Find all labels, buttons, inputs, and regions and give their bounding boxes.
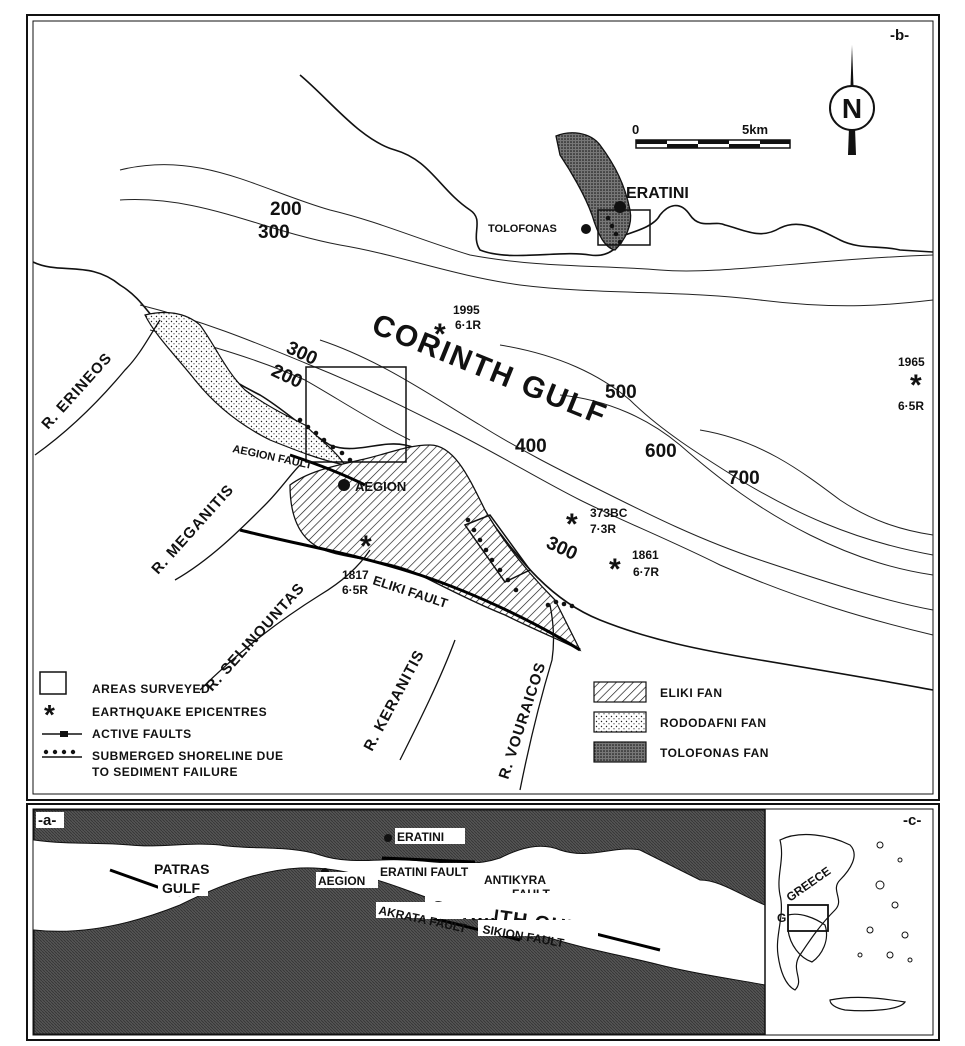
asterisk-icon: * (44, 699, 55, 730)
north-arrow-icon: N (829, 45, 875, 155)
legend-left: AREAS SURVEYED * EARTHQUAKE EPICENTRES A… (39, 671, 284, 779)
tolofonas-fan (555, 132, 632, 251)
panel-c-tag: -c- (903, 812, 921, 829)
peloponnese-outline (787, 913, 828, 963)
asterisk-icon: * (434, 318, 446, 351)
regional-map: ERATINI ERATINI FAULT AEGION ANTIKYRA FA… (33, 809, 766, 1035)
legend-label-2: TO SEDIMENT FAILURE (92, 765, 238, 779)
contour-600 (559, 394, 934, 576)
regional-south-land (33, 867, 766, 1035)
legend-label: ELIKI FAN (660, 686, 723, 700)
legend-right: ELIKI FAN RODODAFNI FAN TOLOFONAS FAN (593, 681, 769, 763)
legend-label: ACTIVE FAULTS (92, 727, 192, 741)
quake-373bc: * 373BC 7·3R (566, 506, 628, 541)
quake-1861: * 1861 6·7R (609, 548, 659, 586)
quake-magnitude: 6·5R (342, 583, 368, 597)
aegion-label: AEGION (355, 479, 406, 494)
scale-start: 0 (632, 122, 639, 137)
quake-magnitude: 6·1R (455, 318, 481, 332)
contour-300-north (119, 199, 934, 307)
north-letter: N (842, 93, 862, 124)
quake-year: 1861 (632, 548, 659, 562)
river-vouraicos (519, 604, 555, 791)
quake-1965: 1965 * 6·5R (898, 355, 925, 413)
quake-magnitude: 6·7R (633, 565, 659, 579)
panel-b-tag: -b- (890, 27, 909, 44)
legend-label: RODODAFNI FAN (660, 716, 767, 730)
eratini-town-icon (614, 201, 626, 213)
submerged-shoreline (297, 215, 623, 609)
tolofonas-fan-swatch (593, 741, 647, 763)
regional-patras-gulf-label: GULF (162, 880, 201, 896)
river-keranitis (399, 639, 456, 761)
regional-patras-label: PATRAS (154, 861, 209, 877)
depth-300-north: 300 (258, 222, 290, 243)
survey-box-eliki (463, 514, 532, 583)
river-selinountas (199, 549, 371, 691)
regional-eratini-icon (384, 834, 392, 842)
panel-a-tag: -a- (38, 812, 56, 829)
quake-1995: * 1995 6·1R (434, 303, 481, 351)
scale-end: 5km (742, 122, 768, 137)
tolofonas-label: TOLOFONAS (488, 223, 557, 235)
scale-bar: 0 5km (632, 122, 791, 149)
quake-magnitude: 6·5R (898, 399, 924, 413)
regional-aegion-label: AEGION (318, 874, 365, 888)
rododafni-fan-swatch (593, 711, 647, 733)
tolofonas-town-icon (581, 224, 591, 234)
eratini-label: ERATINI (626, 185, 689, 202)
depth-700: 700 (728, 468, 760, 489)
quake-year: 1995 (453, 303, 480, 317)
depth-200-north: 200 (270, 199, 302, 220)
regional-antikyra-label: ANTIKYRA (484, 873, 546, 887)
regional-eratini-fault (381, 856, 476, 864)
contour-300-south (139, 304, 934, 636)
regional-eratini-fault-label: ERATINI FAULT (380, 865, 469, 879)
depth-500: 500 (605, 382, 637, 403)
aegion-town-icon (338, 479, 350, 491)
quake-1817: * 1817 6·5R (342, 530, 372, 597)
contour-500 (499, 344, 934, 556)
legend-label: EARTHQUAKE EPICENTRES (92, 705, 267, 719)
asterisk-icon: * (360, 530, 372, 563)
dotted-line-icon (42, 749, 82, 758)
survey-box-aegion (305, 366, 407, 463)
quake-year: 1965 (898, 355, 925, 369)
inset-g-label: G (777, 911, 786, 925)
river-meganitis (174, 464, 301, 581)
crete-outline (829, 996, 906, 1012)
asterisk-icon: * (566, 508, 578, 541)
depth-400: 400 (515, 436, 547, 457)
quake-magnitude: 7·3R (590, 522, 616, 536)
contour-400 (319, 339, 934, 611)
asterisk-icon: * (910, 369, 922, 402)
contour-200-north (119, 164, 934, 272)
inset-location-box (787, 904, 829, 932)
legend-label: SUBMERGED SHORELINE DUE (92, 749, 284, 763)
contour-700 (699, 429, 934, 536)
square-icon (39, 671, 67, 695)
river-erineos (34, 319, 161, 456)
asterisk-icon: * (609, 553, 621, 586)
aegion-fault (289, 453, 366, 487)
quake-year: 1817 (342, 568, 369, 582)
legend-label: TOLOFONAS FAN (660, 746, 769, 760)
regional-eratini-label: ERATINI (397, 830, 444, 844)
rododafni-fan (144, 311, 347, 466)
eliki-fault (239, 528, 581, 652)
eliki-fan-swatch (593, 681, 647, 703)
fault-icon (42, 731, 82, 737)
quake-year: 373BC (590, 506, 628, 520)
depth-600: 600 (645, 441, 677, 462)
legend-label: AREAS SURVEYED (92, 682, 210, 696)
